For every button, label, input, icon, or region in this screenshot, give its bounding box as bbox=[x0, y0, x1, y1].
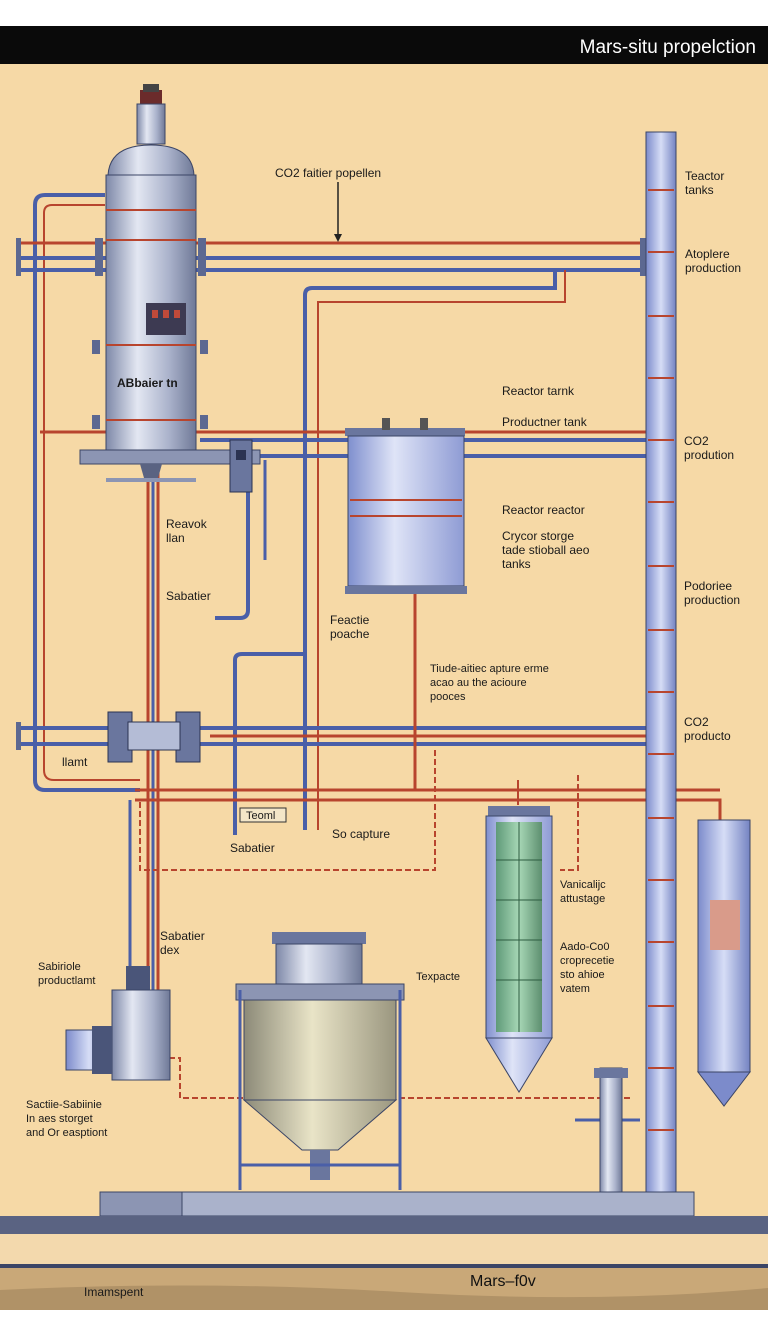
label-crycor-1-2: tade stioball aeo bbox=[502, 543, 590, 557]
label-ground: Mars–f0v bbox=[470, 1273, 536, 1290]
label-sactiie: Sactiie-Sabiinie In aes storget and Or ea… bbox=[26, 1099, 107, 1139]
label-reavok: Reavok llan bbox=[166, 517, 210, 545]
label-tiude-1: Tiude-aitiec apture erme bbox=[430, 663, 549, 675]
label-feactie-1: Feactie bbox=[330, 613, 370, 627]
label-productner-tank: Productner tank bbox=[502, 415, 588, 429]
label-co2-prod-2: CO2 producto bbox=[684, 715, 731, 743]
label-co2-prod-2-1: CO2 bbox=[684, 715, 709, 729]
label-vanicalic-1-2: attustage bbox=[560, 893, 605, 905]
header-bar bbox=[0, 26, 768, 64]
label-podoriee: Podoriee production bbox=[684, 579, 740, 607]
label-co2-prod-1-1-2: prodution bbox=[684, 448, 734, 462]
label-feactie: Feactie poache bbox=[330, 613, 373, 641]
valve-assembly bbox=[107, 439, 253, 763]
label-co2-prod-1: CO2 prodution bbox=[684, 434, 734, 462]
label-sabiriole-1-2: productlamt bbox=[38, 975, 95, 987]
label-aado-1: Aado-Co0 bbox=[560, 941, 610, 953]
label-abbaier: ABbaier tn bbox=[117, 376, 178, 390]
label-crycor-1-3: tanks bbox=[502, 557, 531, 571]
label-podoriee-1: Podoriee bbox=[684, 579, 732, 593]
label-sabatier-dex-1: Sabatier bbox=[160, 929, 205, 943]
label-reactor-tank: Reactor tarnk bbox=[502, 384, 575, 398]
label-tiude-1-3: pooces bbox=[430, 691, 466, 703]
label-atoplere-1-2: production bbox=[685, 261, 741, 275]
label-aado-1-2: croprecetie bbox=[560, 955, 614, 967]
label-sabatier-2: Sabatier bbox=[230, 841, 275, 855]
label-imamspent: Imamspent bbox=[84, 1285, 144, 1299]
right-distillation-column bbox=[645, 131, 677, 1195]
label-llamt: llamt bbox=[62, 755, 88, 769]
top-margin bbox=[0, 0, 768, 26]
label-atoplere: Atoplere production bbox=[685, 247, 741, 275]
label-aado-1-3: sto ahioe bbox=[560, 969, 605, 981]
label-tiude: Tiude-aitiec apture erme acao au the aci… bbox=[430, 663, 552, 703]
ground bbox=[0, 1191, 768, 1344]
label-sabatier-dex-1-2: dex bbox=[160, 943, 179, 957]
regolith-silo bbox=[235, 932, 405, 1190]
label-aado: Aado-Co0 croprecetie sto ahioe vatem bbox=[560, 941, 614, 995]
label-sabatier-dex: Sabatier dex bbox=[160, 929, 208, 957]
label-reavok-1: Reavok bbox=[166, 517, 208, 531]
label-sactiie-1: Sactiie-Sabiinie bbox=[26, 1099, 102, 1111]
label-teactor-tanks-1-2: tanks bbox=[685, 183, 714, 197]
label-feactie-1-2: poache bbox=[330, 627, 370, 641]
label-sabatier-1: Sabatier bbox=[166, 589, 211, 603]
label-tiude-1-2: acao au the acioure bbox=[430, 677, 527, 689]
valve-post bbox=[594, 1067, 628, 1193]
label-podoriee-1-2: production bbox=[684, 593, 740, 607]
label-co2-feed: CO2 faitier popellen bbox=[275, 166, 381, 180]
label-vanicalic-1: Vanicalijc bbox=[560, 879, 606, 891]
label-reavok-1-2: llan bbox=[166, 531, 185, 545]
label-so-capture: So capture bbox=[332, 827, 390, 841]
label-sactiie-1-2: In aes storget bbox=[26, 1113, 93, 1125]
diagram-labels: CO2 faitier popellen Teactor tanks Atopl… bbox=[26, 166, 741, 1299]
label-co2-prod-2-1-2: producto bbox=[684, 729, 731, 743]
header-title: Mars-situ propelction bbox=[580, 37, 756, 58]
label-co2-prod-1-1: CO2 bbox=[684, 434, 709, 448]
label-aado-1-4: vatem bbox=[560, 983, 590, 995]
label-teactor-tanks: Teactor tanks bbox=[685, 169, 728, 197]
cryo-storage-column bbox=[485, 806, 553, 1093]
label-reactor-reactor: Reactor reactor bbox=[502, 503, 585, 517]
small-tag-box bbox=[239, 807, 287, 823]
label-small-tag: Teoml bbox=[246, 810, 275, 822]
label-crycor-1: Crycor storge bbox=[502, 529, 574, 543]
label-sactiie-1-3: and Or easptiont bbox=[26, 1127, 107, 1139]
label-sabiriole-1: Sabiriole bbox=[38, 961, 81, 973]
pump-unit bbox=[65, 966, 171, 1081]
label-atoplere-1: Atoplere bbox=[685, 247, 730, 261]
sabatier-reactor-column: ABbaier tn bbox=[79, 84, 261, 482]
label-sabiriole: Sabiriole productlamt bbox=[38, 961, 95, 987]
production-tank bbox=[345, 418, 467, 594]
right-storage-tank bbox=[696, 819, 752, 1107]
label-texpacte: Texpacte bbox=[416, 971, 460, 983]
label-teactor-tanks-1: Teactor bbox=[685, 169, 724, 183]
label-vanicalic: Vanicalijc attustage bbox=[560, 879, 609, 905]
